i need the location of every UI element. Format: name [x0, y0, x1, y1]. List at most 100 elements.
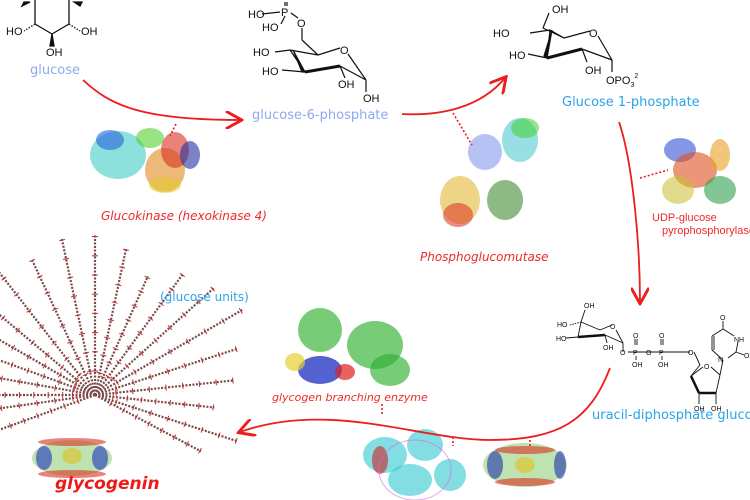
g6p-o-link: O [297, 18, 306, 30]
glucose-unit [121, 407, 126, 414]
glucose-unit [36, 381, 39, 388]
glycogen-branch [30, 258, 96, 396]
glucose-unit [42, 373, 46, 380]
glycogen-branch [94, 287, 215, 396]
glucose-unit [132, 369, 137, 375]
glucose-unit [112, 393, 114, 400]
glucose-unit [26, 367, 30, 374]
glucose-unit [96, 371, 103, 375]
udpg-ribose-o: O [704, 364, 710, 371]
glucose-unit [99, 375, 106, 379]
enzyme-connectors [169, 112, 669, 448]
glucose-unit [76, 372, 82, 378]
udpg-ring-o: O [610, 324, 616, 331]
label-glucose-1-phosphate: Glucose 1-phosphate [562, 95, 700, 110]
udpg-p2: P [659, 350, 664, 357]
glucose-unit [119, 332, 125, 337]
glucose-unit [148, 386, 151, 393]
g6p-p: P [281, 7, 288, 19]
glucose-unit [110, 376, 116, 382]
glucose-unit [212, 404, 214, 411]
glucose-unit [106, 361, 113, 365]
glucose-unit [73, 380, 78, 387]
glucose-unit [114, 398, 118, 405]
g1p-opo3: OPO32 [606, 73, 638, 89]
glucose-unit [147, 420, 151, 427]
udpg-oh-p1: OH [632, 362, 643, 369]
glucose-unit [51, 340, 57, 345]
g1p-ring-o: O [589, 28, 598, 40]
glycogen-branch [94, 393, 238, 443]
glucose-unit [125, 318, 132, 322]
glucose-unit [78, 332, 86, 336]
glucose-unit [36, 400, 38, 407]
glucose-unit [119, 266, 126, 269]
glucose-unit [11, 344, 16, 351]
label-glycogen-branching-enzyme: glycogen branching enzyme [272, 391, 428, 404]
glucose-unit [149, 410, 153, 417]
glucose-unit [30, 339, 35, 346]
udpg-oh-p2: OH [658, 362, 669, 369]
glucose-unit [44, 291, 51, 295]
glucose-unit [217, 351, 221, 358]
glucose-unit [144, 275, 151, 280]
glucose-unit [36, 275, 43, 279]
glucose-unit [57, 371, 62, 378]
glucose-unit [26, 353, 31, 360]
glucose-unit [100, 354, 107, 357]
glycogen-branch [0, 313, 96, 396]
glucose-unit [35, 412, 39, 419]
glucose-ho-left: HO [6, 26, 23, 38]
glycogen-branch [94, 379, 235, 397]
g6p-structure [261, 2, 367, 92]
glucose-unit [18, 378, 21, 385]
label-glucose: glucose [30, 63, 80, 78]
glucose-unit [116, 360, 122, 365]
glucose-unit [150, 359, 155, 365]
glycogen-branch [0, 338, 96, 396]
glucose-unit [200, 426, 204, 433]
glucose-unit [63, 403, 67, 410]
glucose-unit [26, 308, 32, 313]
glucose-unit [71, 388, 74, 395]
glycogen-branch [94, 309, 243, 396]
glucose-unit [134, 414, 139, 420]
glucose-unit [172, 434, 177, 441]
g1p-oh-top: OH [552, 4, 569, 16]
glucose-unit [82, 351, 90, 354]
glucose-unit [115, 283, 122, 287]
udpg-o-uracil-1: O [720, 315, 726, 322]
glucose-unit [8, 422, 12, 429]
glucose-unit [115, 389, 117, 396]
udpg-oh-r2: OH [711, 406, 722, 413]
glycogen-synthase-structure [483, 443, 567, 487]
glucose-unit [181, 312, 187, 318]
glycogen-branch [0, 393, 96, 410]
g1p-structure [527, 12, 613, 72]
udpg-oh-top: OH [584, 303, 595, 310]
glucose-unit [168, 348, 173, 355]
glucose-unit [155, 398, 157, 405]
udpg-ho-1: HO [557, 322, 568, 329]
glucose-unit [203, 328, 208, 335]
glucose-unit [15, 327, 21, 333]
glucose-unit [169, 399, 171, 406]
g6p-oh-2: OH [363, 93, 380, 105]
glycogen-polymer [0, 235, 243, 454]
glucose-oh-right: OH [81, 26, 98, 38]
glucose-unit [107, 319, 114, 322]
glucose-unit [59, 323, 66, 328]
branching-enzyme-structure [285, 308, 410, 386]
glucose-unit [122, 248, 129, 251]
glucose-unit [0, 375, 3, 382]
glucose-unit [59, 238, 66, 242]
arrow-glucose-to-g6p [82, 79, 240, 120]
glucose-unit [179, 272, 186, 278]
glucose-unit [183, 401, 186, 408]
glucose-unit [86, 370, 94, 373]
udpg-o-uracil-2: O [744, 353, 750, 360]
glucose-unit [29, 258, 36, 263]
glucose-unit [138, 290, 144, 294]
glucose-oh-bottom: OH [46, 47, 63, 59]
glucose-unit [126, 345, 133, 350]
